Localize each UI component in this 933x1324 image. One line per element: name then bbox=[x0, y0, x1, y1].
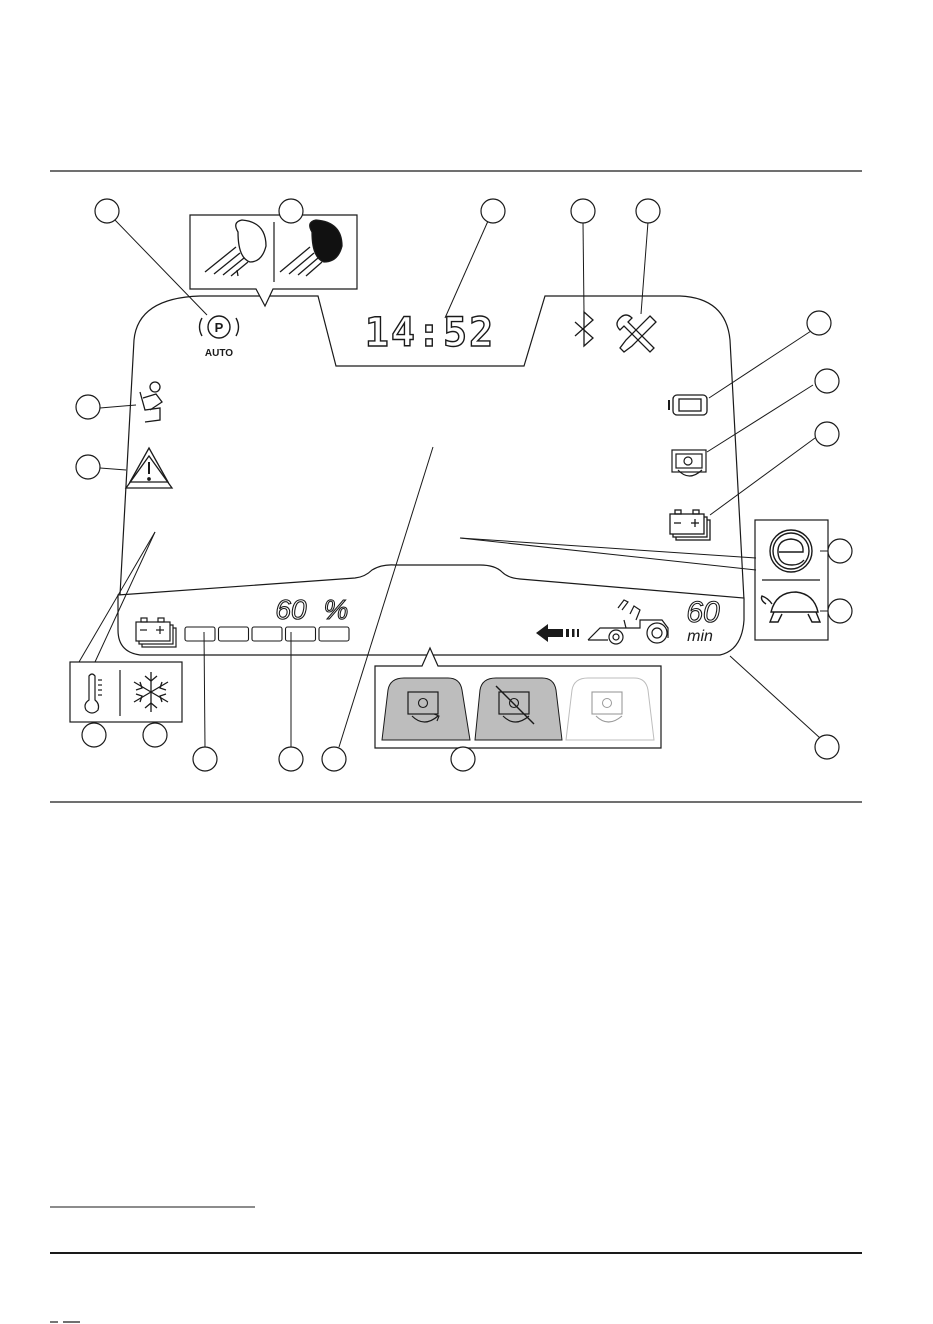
seat-occupancy-icon bbox=[140, 382, 162, 422]
clock-readout: 14:52 bbox=[365, 310, 495, 356]
ref-marker-warning bbox=[76, 455, 100, 479]
battery-module-icon bbox=[669, 395, 707, 415]
ref-marker-pto-right bbox=[815, 369, 839, 393]
battery-level-segment bbox=[185, 627, 215, 641]
ref-marker-battery-charge bbox=[815, 422, 839, 446]
ref-marker-headlight bbox=[279, 199, 303, 223]
ref-marker-seat bbox=[76, 395, 100, 419]
battery-level-segments bbox=[185, 627, 349, 641]
ref-marker-eco bbox=[828, 539, 852, 563]
ref-marker-bluetooth bbox=[571, 199, 595, 223]
wrench-screwdriver-icon bbox=[617, 315, 656, 352]
battery-percent-value: 60 bbox=[275, 594, 307, 625]
ref-marker-pto-states bbox=[451, 747, 475, 771]
ref-marker-clock bbox=[481, 199, 505, 223]
remaining-time-value: 60 bbox=[686, 596, 720, 629]
pto-engagement-icon bbox=[672, 450, 706, 476]
temp-callout-box bbox=[70, 662, 182, 722]
battery-level-segment bbox=[252, 627, 282, 641]
battery-level-segment bbox=[319, 627, 349, 641]
parking-brake-auto-label: AUTO bbox=[205, 348, 233, 359]
battery-level-icon bbox=[136, 618, 176, 647]
ref-marker-battery-percent bbox=[279, 747, 303, 771]
warning-triangle-icon bbox=[126, 448, 172, 488]
battery-charge-icon bbox=[670, 510, 710, 540]
ref-marker-temperature bbox=[82, 723, 106, 747]
ref-marker-battery-module bbox=[807, 311, 831, 335]
battery-percent-unit: % bbox=[324, 594, 349, 625]
battery-level-segment bbox=[219, 627, 249, 641]
pto-state-engaged bbox=[382, 678, 470, 740]
parking-brake-auto-icon: P AUTO bbox=[200, 316, 239, 359]
pto-state-disengaged bbox=[475, 678, 562, 740]
ref-marker-battery-segments bbox=[193, 747, 217, 771]
pto-state-off bbox=[566, 678, 654, 740]
parking-brake-symbol: P bbox=[215, 320, 224, 335]
ref-marker-frost bbox=[143, 723, 167, 747]
remaining-time-unit: min bbox=[687, 628, 713, 645]
ref-marker-parking-brake bbox=[95, 199, 119, 223]
ref-marker-service bbox=[636, 199, 660, 223]
ref-marker-remaining-time bbox=[815, 735, 839, 759]
ref-marker-turtle bbox=[828, 599, 852, 623]
battery-level-segment bbox=[286, 627, 316, 641]
bluetooth-icon bbox=[575, 312, 593, 346]
ref-marker-display-area bbox=[322, 747, 346, 771]
